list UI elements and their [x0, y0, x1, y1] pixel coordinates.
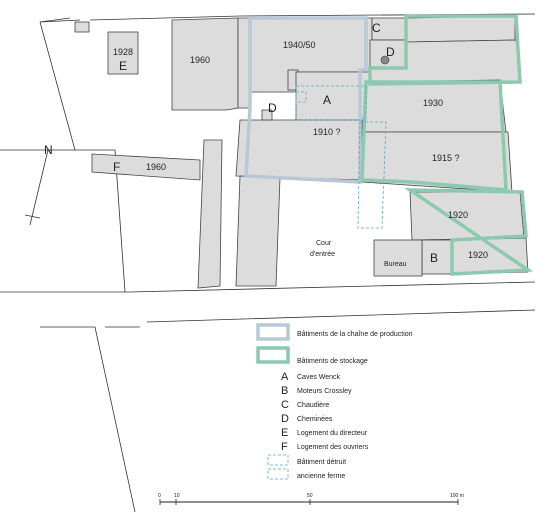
legend-production-label: Bâtiments de la chaîne de production — [297, 331, 413, 338]
legend-letter-e: E — [281, 427, 288, 439]
legend-text-e: Logement du directeur — [297, 430, 368, 437]
chimney-d-mid — [261, 109, 273, 121]
long-building-mid — [235, 175, 281, 287]
building-top-right-strip — [405, 15, 516, 43]
label-1940-50: 1940/50 — [283, 40, 316, 50]
building-bureau — [373, 239, 423, 277]
legend-text-a: Caves Wenck — [297, 374, 341, 381]
building-labels: 1928 E 1960 1940/50 C D A D 1910 ? 1930 … — [113, 21, 488, 268]
legend-letter-c: C — [281, 399, 289, 411]
small-building-top-left — [74, 21, 90, 33]
label-1910: 1910 ? — [313, 127, 341, 137]
legend-text-d: Cheminées — [297, 416, 333, 423]
label-1915: 1915 ? — [432, 153, 460, 163]
legend-ferme-swatch — [267, 468, 289, 480]
building-f — [91, 153, 201, 181]
label-1920-b: 1920 — [468, 250, 488, 260]
building-1928 — [107, 31, 139, 75]
label-bureau: Bureau — [384, 261, 407, 268]
long-building-left — [197, 139, 223, 289]
scale-10: 10 — [174, 493, 180, 499]
building-1910 — [235, 119, 363, 181]
label-c: C — [372, 21, 381, 35]
scale-0: 0 — [158, 493, 161, 499]
building-1960-top — [171, 17, 239, 111]
scale-bar: 0 10 50 100 m — [158, 493, 464, 505]
buildings — [74, 15, 529, 289]
legend-stockage-label: Bâtiments de stockage — [297, 358, 368, 365]
building-d-top — [369, 39, 407, 69]
label-f: F — [113, 160, 120, 174]
label-1920-a: 1920 — [448, 210, 468, 220]
label-d-mid: D — [268, 101, 277, 115]
label-cour-1: Cour — [316, 240, 332, 247]
label-cour-2: d'entrée — [310, 251, 335, 258]
chimney-icon — [380, 55, 390, 65]
demolished-outlines — [295, 85, 387, 229]
label-1928: 1928 — [113, 47, 133, 57]
north-label: N — [44, 143, 53, 157]
legend-production-swatch — [256, 323, 290, 341]
legend-text-c: Chaudière — [297, 402, 329, 409]
scale-50: 50 — [307, 493, 313, 499]
legend: Bâtiments de la chaîne de production Bât… — [256, 323, 413, 480]
north-arrow-icon: N — [24, 143, 53, 226]
label-1960-top: 1960 — [190, 55, 210, 65]
scale-100: 100 m — [450, 493, 464, 499]
label-1960-f: 1960 — [146, 162, 166, 172]
legend-ferme-label: ancienne ferme — [297, 473, 345, 480]
label-d-top: D — [386, 45, 395, 59]
label-e: E — [119, 59, 127, 73]
legend-text-b: Moteurs Crossley — [297, 388, 352, 395]
label-1930: 1930 — [423, 98, 443, 108]
legend-letter-b: B — [281, 385, 288, 397]
label-b: B — [430, 251, 438, 265]
storage-outlines — [360, 14, 534, 276]
label-a: A — [323, 93, 331, 107]
legend-stockage-swatch — [256, 346, 290, 364]
legend-text-f: Logement des ouvriers — [297, 444, 369, 451]
building-b — [421, 239, 453, 275]
legend-letter-a: A — [281, 371, 289, 383]
production-outlines — [244, 16, 368, 184]
legend-detruit-swatch — [267, 454, 289, 466]
legend-detruit-label: Bâtiment détruit — [297, 459, 346, 466]
legend-letter-d: D — [281, 413, 289, 425]
legend-letter-f: F — [281, 441, 288, 453]
